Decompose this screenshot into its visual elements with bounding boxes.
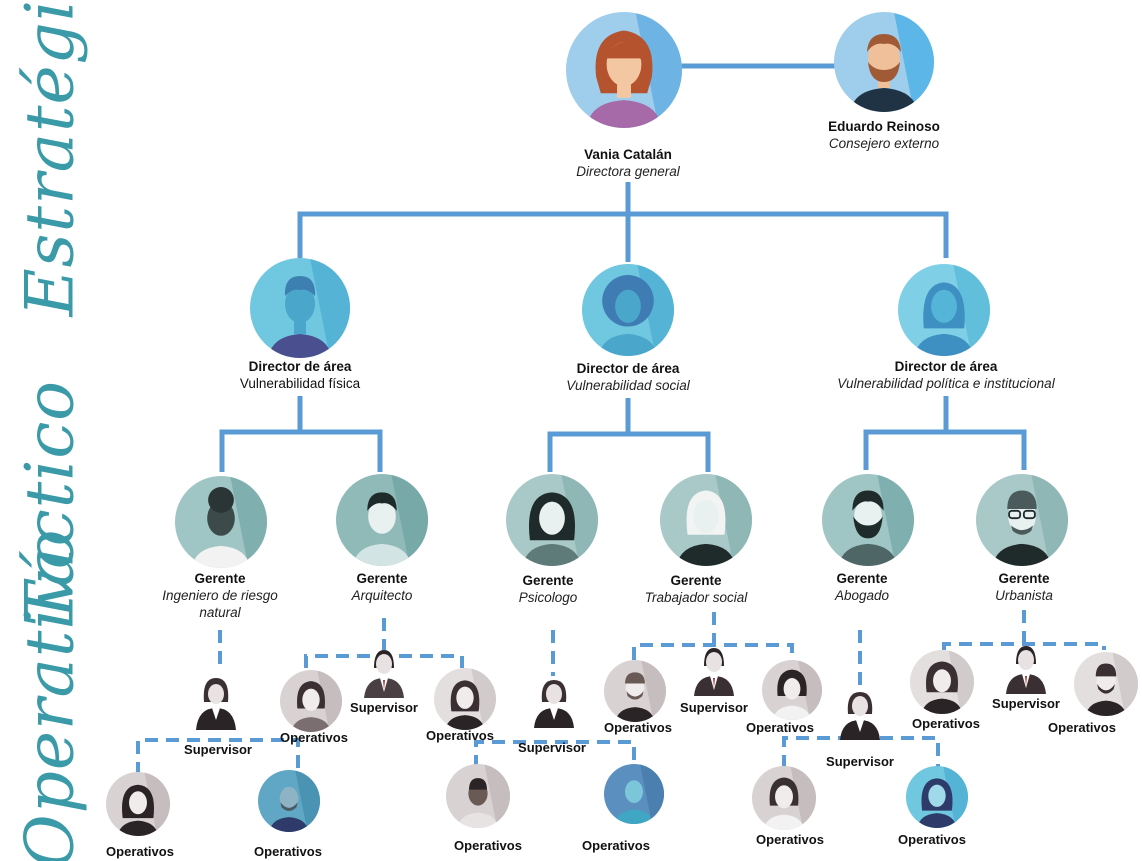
manager-5-avatar	[822, 474, 914, 566]
operative-5a-avatar	[752, 766, 816, 830]
manager-4-label: Gerente Trabajador social	[566, 572, 826, 606]
manager-2-title: Gerente	[356, 571, 408, 586]
supervisor-3-label: Supervisor	[518, 740, 586, 755]
operative-3a-label: Operativos	[454, 838, 522, 853]
operative-2a-avatar	[280, 670, 342, 732]
ceo-avatar	[566, 12, 682, 128]
manager-5-title: Gerente	[836, 571, 888, 586]
operative-1a-label: Operativos	[106, 844, 174, 859]
supervisor-4-label: Supervisor	[680, 700, 748, 715]
operative-2b-label: Operativos	[426, 728, 494, 743]
operative-5a-label: Operativos	[756, 832, 824, 847]
director-1-title: Director de área	[248, 359, 352, 374]
manager-2-avatar	[336, 474, 428, 566]
director-2-label: Director de área Vulnerabilidad social	[498, 360, 758, 394]
supervisor-2-label: Supervisor	[350, 700, 418, 715]
director-2-title: Director de área	[576, 361, 680, 376]
manager-4-title: Gerente	[670, 573, 722, 588]
manager-6-label: Gerente Urbanista	[894, 570, 1142, 604]
supervisor-6-label: Supervisor	[992, 696, 1060, 711]
manager-3-label: Gerente Psicologo	[418, 572, 678, 606]
operative-4a-avatar	[604, 660, 666, 722]
level-label-operative: Operativo	[11, 528, 89, 861]
operative-6b-label: Operativos	[1048, 720, 1116, 735]
ceo-role: Directora general	[576, 164, 680, 179]
operative-1a-avatar	[106, 772, 170, 836]
operative-4a-label: Operativos	[604, 720, 672, 735]
director-1-avatar	[250, 258, 350, 358]
manager-2-role: Arquitecto	[351, 588, 413, 603]
manager-4-avatar	[660, 474, 752, 566]
director-1-area: Vulnerabilidad física	[239, 376, 361, 391]
manager-1-label: Gerente Ingeniero de riesgo natural	[90, 570, 350, 621]
manager-3-title: Gerente	[522, 573, 574, 588]
operative-2a-label: Operativos	[280, 730, 348, 745]
operative-6a-avatar	[910, 650, 974, 714]
supervisor-1-label: Supervisor	[184, 742, 252, 757]
operative-4b-avatar	[762, 660, 822, 720]
manager-5-label: Gerente Abogado	[732, 570, 992, 604]
operative-6b-avatar	[1074, 652, 1138, 716]
manager-3-avatar	[506, 474, 598, 566]
operative-5b-label: Operativos	[898, 832, 966, 847]
director-3-label: Director de área Vulnerabilidad política…	[816, 358, 1076, 392]
manager-1-title: Gerente	[194, 571, 246, 586]
operative-3a-avatar	[446, 764, 510, 828]
ceo-name: Vania Catalán	[584, 147, 672, 162]
supervisor-1-figure	[194, 674, 238, 730]
supervisor-2-figure	[362, 646, 406, 698]
operative-4b-label: Operativos	[746, 720, 814, 735]
director-2-area: Vulnerabilidad social	[566, 378, 690, 393]
operative-1b-avatar	[258, 770, 320, 832]
operative-3b-label: Operativos	[582, 838, 650, 853]
manager-2-label: Gerente Arquitecto	[252, 570, 512, 604]
advisor-label: Eduardo Reinoso Consejero externo	[754, 118, 1014, 152]
manager-6-avatar	[976, 474, 1068, 566]
ceo-label: Vania Catalán Directora general	[498, 146, 758, 180]
director-3-title: Director de área	[894, 359, 998, 374]
operative-3b-avatar	[604, 764, 664, 824]
director-2-avatar	[582, 264, 674, 356]
manager-4-role: Trabajador social	[644, 590, 748, 605]
advisor-role: Consejero externo	[828, 136, 940, 151]
director-3-area: Vulnerabilidad política e institucional	[837, 376, 1055, 391]
advisor-name: Eduardo Reinoso	[828, 119, 940, 134]
operative-1b-label: Operativos	[254, 844, 322, 859]
operative-2b-avatar	[434, 668, 496, 730]
manager-5-role: Abogado	[834, 588, 890, 603]
manager-1-role: Ingeniero de riesgo natural	[162, 588, 278, 620]
advisor-avatar	[834, 12, 934, 112]
supervisor-3-figure	[532, 676, 576, 728]
operative-6a-label: Operativos	[912, 716, 980, 731]
manager-6-role: Urbanista	[995, 588, 1053, 603]
operative-5b-avatar	[906, 766, 968, 828]
level-label-strategic: Estratégico	[11, 0, 89, 317]
supervisor-5-figure	[838, 688, 882, 740]
director-3-avatar	[898, 264, 990, 356]
manager-3-role: Psicologo	[518, 590, 578, 605]
manager-6-title: Gerente	[998, 571, 1050, 586]
supervisor-4-figure	[692, 644, 736, 696]
supervisor-5-label: Supervisor	[826, 754, 894, 769]
director-1-label: Director de área Vulnerabilidad física	[170, 358, 430, 392]
manager-1-avatar	[175, 476, 267, 568]
supervisor-6-figure	[1004, 642, 1048, 694]
